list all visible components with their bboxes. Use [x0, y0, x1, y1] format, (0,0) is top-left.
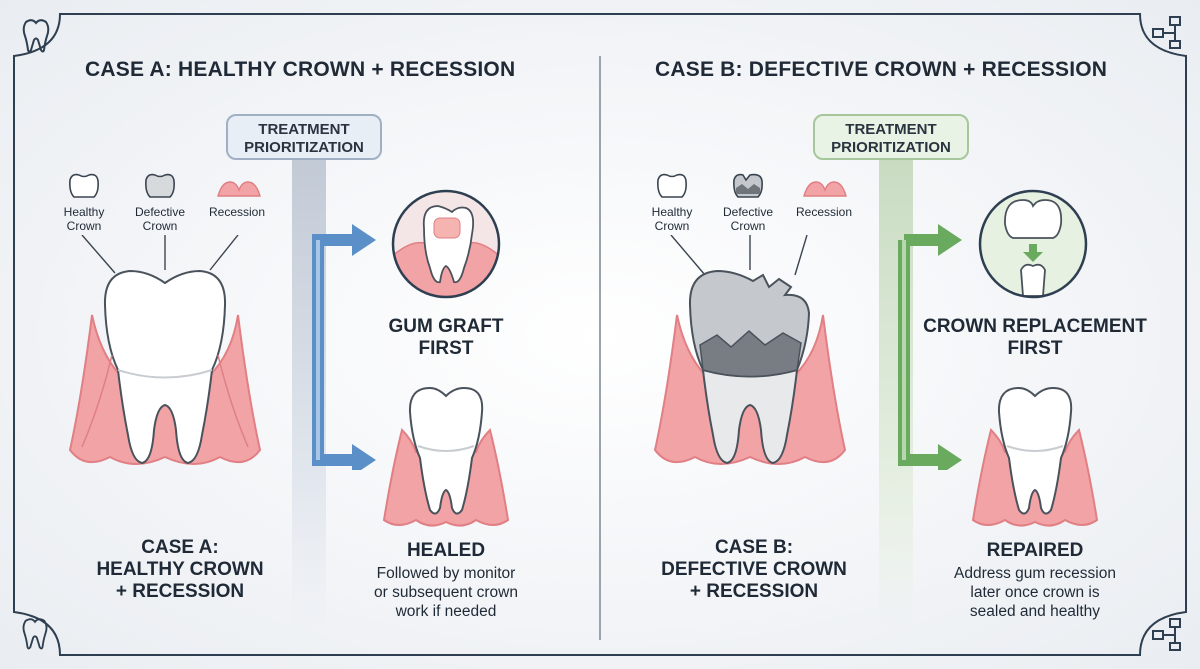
healthy-crown-icon — [69, 173, 99, 198]
case-b-flow-arrows — [898, 224, 962, 470]
tooth-icon — [22, 618, 48, 650]
recession-icon — [803, 181, 847, 197]
legend-recession: Recession — [795, 205, 853, 219]
crown-replacement-circle — [978, 189, 1088, 299]
healed-tooth — [382, 386, 510, 527]
case-a-title: CASE A: HEALTHY CROWN + RECESSION — [85, 58, 516, 81]
case-b-main-tooth — [653, 235, 847, 465]
flowchart-icon — [1152, 16, 1181, 49]
defective-crown-icon — [733, 173, 763, 198]
recession-icon — [217, 181, 261, 197]
tooth-icon — [22, 19, 50, 53]
case-a-main-tooth — [68, 235, 262, 465]
repaired-tooth — [971, 386, 1099, 527]
healthy-crown-icon — [657, 173, 687, 198]
healed-title: HEALED — [406, 540, 486, 561]
legend-recession: Recession — [208, 205, 266, 219]
case-b-bottom-title: CASE B:DEFECTIVE CROWN+ RECESSION — [661, 537, 847, 602]
repaired-title: REPAIRED — [986, 540, 1084, 561]
case-b-title: CASE B: DEFECTIVE CROWN + RECESSION — [655, 58, 1108, 81]
flowchart-icon — [1152, 618, 1181, 651]
defective-crown-icon — [145, 173, 175, 198]
case-a-bottom-title: CASE A:HEALTHY CROWN+ RECESSION — [96, 537, 264, 602]
case-a-flow-arrows — [312, 224, 376, 470]
gum-graft-circle — [391, 189, 501, 299]
